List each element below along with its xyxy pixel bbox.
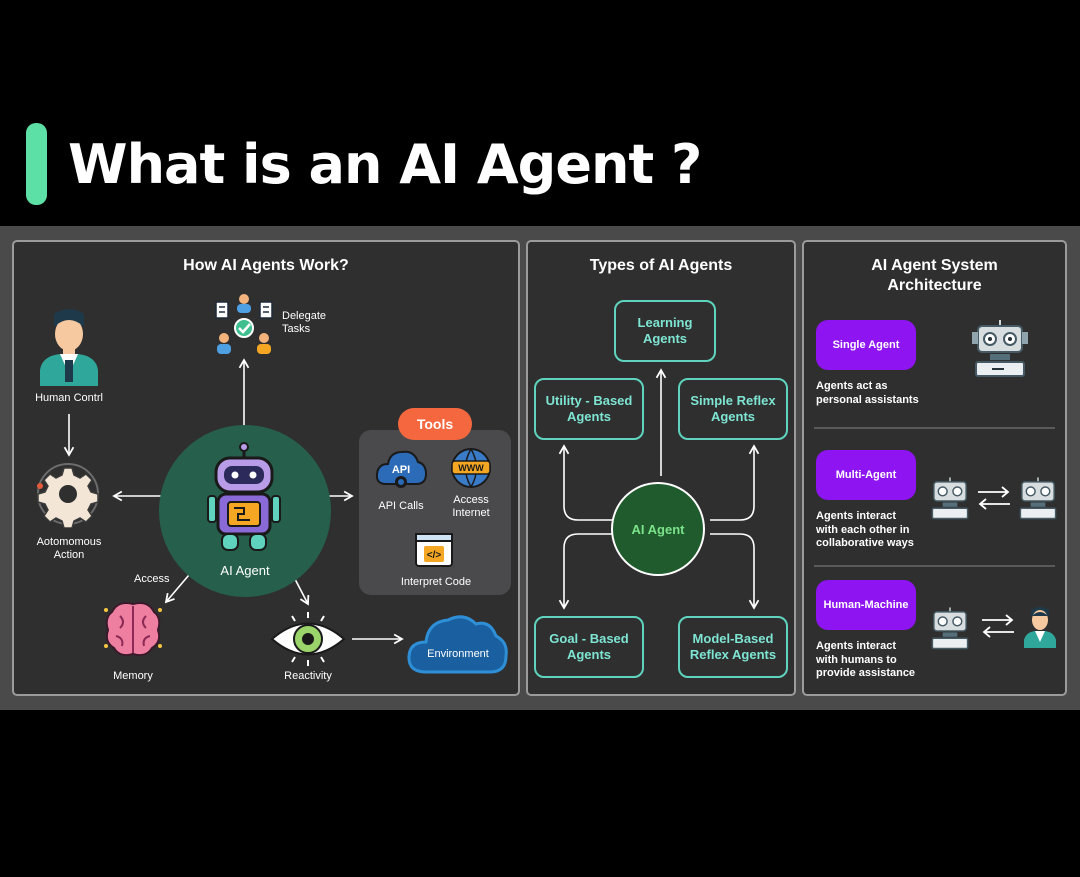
code-window-icon: </> xyxy=(415,533,453,567)
exchange-arrows-icon xyxy=(978,486,1010,510)
type-model-based-reflex-agents: Model-Based Reflex Agents xyxy=(678,616,788,678)
interpret-code-label: Interpret Code xyxy=(400,576,472,588)
human-machine-description: Agents interact with humans to provide a… xyxy=(816,640,916,679)
api-calls-label: API Calls xyxy=(378,500,424,512)
type-goal-based-agents: Goal - Based Agents xyxy=(534,616,644,678)
arch-divider-1 xyxy=(814,427,1055,429)
type-learning-agents: Learning Agents xyxy=(614,300,716,362)
www-icon-text: WWW xyxy=(458,463,484,473)
multi-agent-badge: Multi-Agent xyxy=(816,450,916,500)
panel-title-how-agents-work: How AI Agents Work? xyxy=(183,257,349,274)
panel-title-types: Types of AI Agents xyxy=(589,257,733,274)
delegate-tasks-label: Delegate Tasks xyxy=(282,310,327,335)
exchange-arrows-icon-2 xyxy=(982,614,1014,638)
human-machine-badge: Human-Machine xyxy=(816,580,916,630)
page-title: What is an AI Agent ? xyxy=(68,133,702,196)
brain-icon xyxy=(104,602,162,657)
globe-icon: WWW xyxy=(451,448,491,488)
types-center-ai-agent: AI Agent xyxy=(611,482,705,576)
access-label: Access xyxy=(134,573,170,585)
cloud-icon xyxy=(407,615,508,674)
gear-icon xyxy=(37,463,99,528)
panel-title-architecture: AI Agent System Architecture xyxy=(871,257,998,294)
single-agent-description: Agents act as personal assistants xyxy=(816,380,919,406)
type-utility-based-agents: Utility - Based Agents xyxy=(534,378,644,440)
ai-agent-label: AI Agent xyxy=(220,563,270,578)
environment-label: Environment xyxy=(427,648,489,660)
access-internet-label: Access Internet xyxy=(452,494,490,519)
memory-label: Memory xyxy=(113,670,153,682)
delegate-tasks-icon xyxy=(215,294,273,354)
reactivity-label: Reactivity xyxy=(284,670,332,682)
multi-agent-description: Agents interact with each other in colla… xyxy=(816,510,914,549)
panel-architecture: AI Agent System Architecture Single Agen… xyxy=(802,240,1067,696)
robot-icon-human-machine xyxy=(931,607,969,650)
title-accent-bar xyxy=(26,123,47,205)
tools-badge: Tools xyxy=(398,408,472,440)
human-icon xyxy=(1024,607,1056,648)
single-agent-badge: Single Agent xyxy=(816,320,916,370)
robot-icon-multi-left xyxy=(931,477,969,520)
types-connectors xyxy=(558,368,760,610)
robot-icon xyxy=(207,442,281,551)
arch-divider-2 xyxy=(814,565,1055,567)
human-control-icon xyxy=(40,309,98,386)
eye-icon xyxy=(270,612,346,666)
panel-types-of-agents: Types of AI Agents Learning Agents Utili… xyxy=(526,240,796,696)
api-cloud-icon: API xyxy=(375,450,428,488)
robot-icon-single xyxy=(972,320,1028,377)
panel-how-agents-work: How AI Agents Work? Delegate Tasks xyxy=(12,240,520,696)
api-icon-text: API xyxy=(392,464,410,476)
autonomous-action-label: Aotomomous Action xyxy=(36,536,102,561)
robot-icon-multi-right xyxy=(1019,477,1057,520)
type-simple-reflex-agents: Simple Reflex Agents xyxy=(678,378,788,440)
human-control-label: Human Contrl xyxy=(35,392,103,404)
code-icon-text: </> xyxy=(427,550,442,561)
